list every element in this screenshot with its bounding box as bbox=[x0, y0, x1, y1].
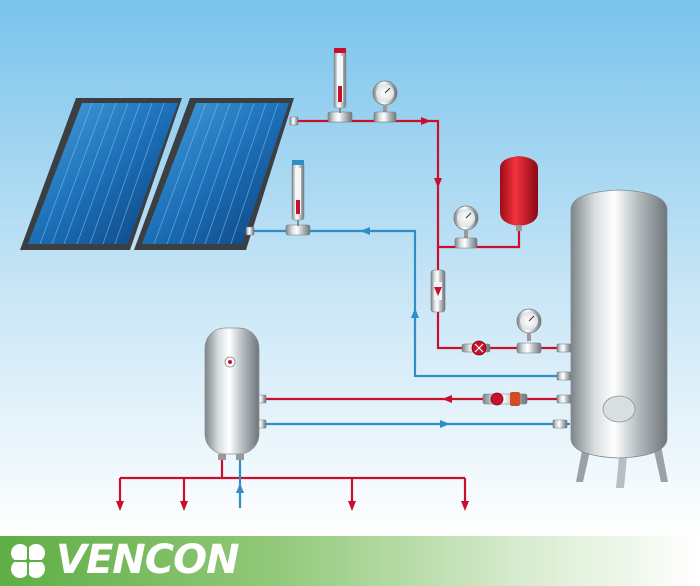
pressure-gauge-icon bbox=[372, 80, 398, 123]
flow-arrow-icon bbox=[348, 501, 356, 511]
flow-meter-icon bbox=[430, 269, 446, 313]
expansion-vessel-icon bbox=[500, 156, 538, 231]
valve-icon bbox=[461, 340, 491, 356]
cold-water-pipes bbox=[238, 229, 570, 508]
pressure-gauge-icon bbox=[453, 205, 479, 249]
flow-arrow-icon bbox=[434, 178, 442, 188]
flow-arrow-icon bbox=[360, 227, 370, 235]
flow-arrow-icon bbox=[461, 501, 469, 511]
flow-meter-icon bbox=[327, 48, 353, 123]
flow-arrow-icon bbox=[440, 420, 450, 428]
pressure-gauge-icon bbox=[516, 308, 542, 354]
pump-icon bbox=[482, 392, 528, 406]
flow-arrow-icon bbox=[116, 501, 124, 511]
flow-arrow-icon bbox=[411, 308, 419, 318]
clover-logo-icon bbox=[11, 544, 45, 578]
solar-panel-icon bbox=[20, 98, 294, 250]
storage-tank-icon bbox=[570, 189, 668, 488]
flow-arrow-icon bbox=[180, 501, 188, 511]
brand-logo-text: VENCON bbox=[56, 537, 240, 583]
boiler-icon bbox=[204, 327, 260, 460]
flow-arrow-icon bbox=[421, 117, 431, 125]
flow-arrow-icon bbox=[236, 483, 244, 493]
flow-meter-icon bbox=[285, 160, 311, 236]
flow-arrow-icon bbox=[442, 395, 452, 403]
